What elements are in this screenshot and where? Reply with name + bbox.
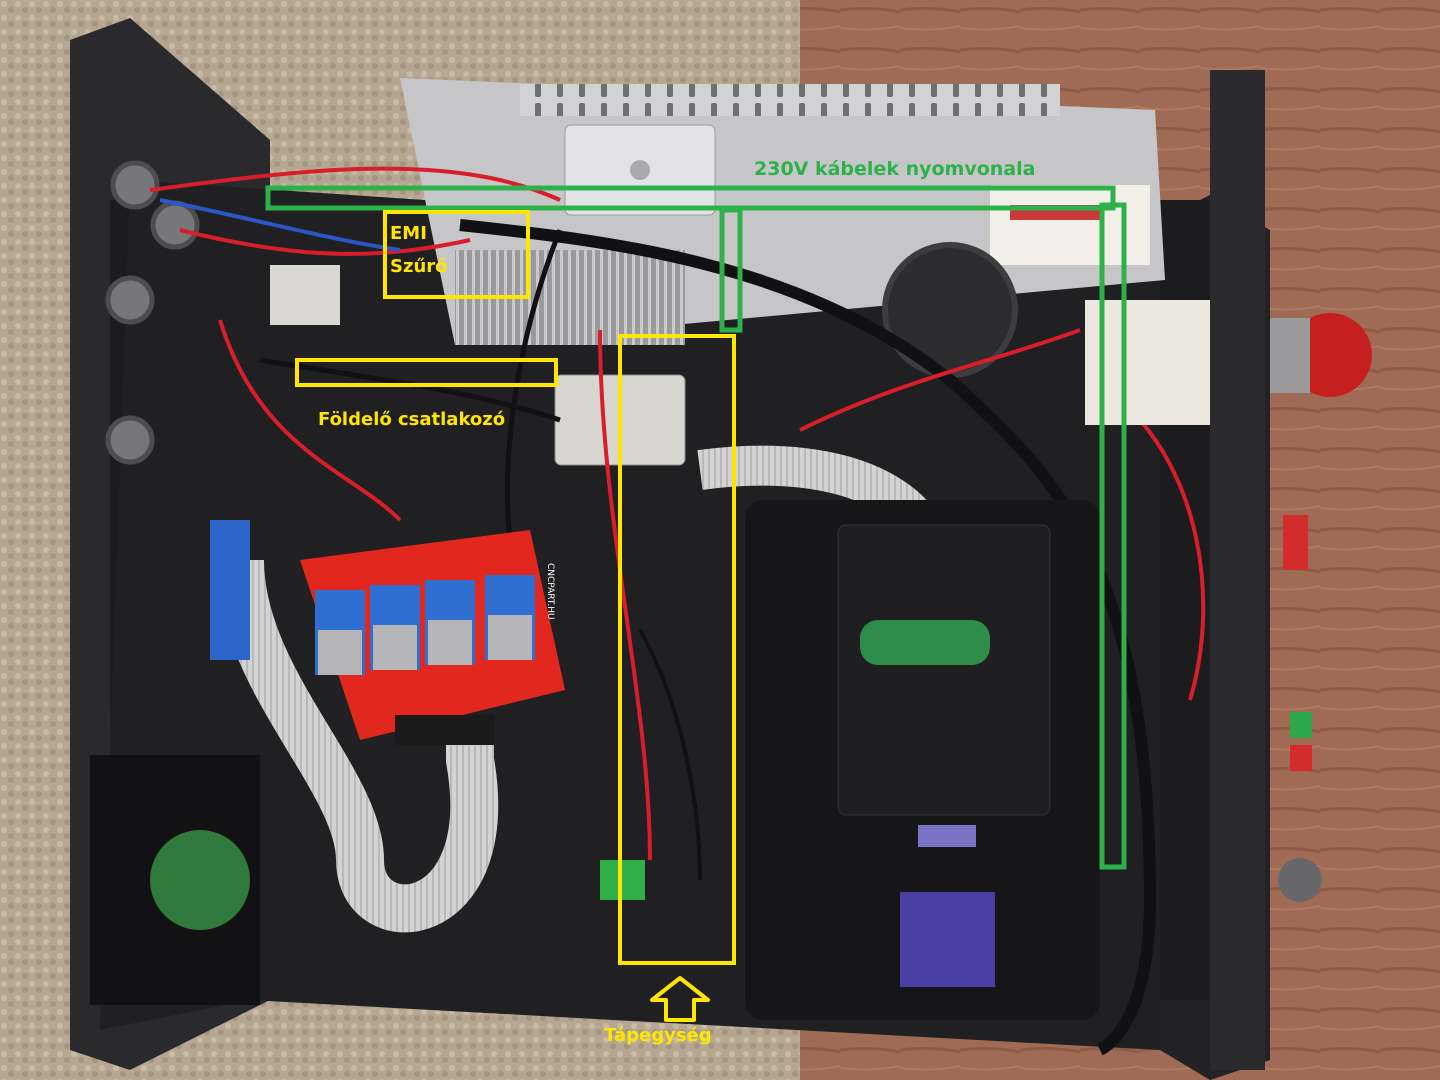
speed-potentiometer <box>1278 858 1322 902</box>
cable-route-marker <box>719 207 743 333</box>
black-wire <box>638 629 702 881</box>
aviation-connector <box>105 415 155 465</box>
cable-route-marker <box>265 185 1116 211</box>
driver-heatsink <box>373 625 417 670</box>
black-wire <box>504 229 563 541</box>
red-wire <box>179 228 471 256</box>
driver-heatsink <box>488 615 532 660</box>
black-cable <box>459 219 1157 1056</box>
red-wire <box>1118 398 1206 701</box>
green-indicator <box>1290 712 1312 738</box>
psu-fan <box>882 242 1018 378</box>
red-indicator <box>1290 745 1312 771</box>
up-arrow-icon <box>650 976 710 1022</box>
board-brand-label: CNCPART.HU <box>545 563 555 620</box>
driver-heatsink <box>428 620 472 665</box>
emergency-stop-base <box>1270 318 1310 393</box>
vfd-indicator-window <box>918 825 976 847</box>
psu-vent-grille <box>520 84 1060 116</box>
cable-route-marker <box>1099 202 1127 870</box>
green-terminal-block <box>600 860 645 900</box>
emi-filter-label-line2: Szűrő <box>390 256 448 277</box>
aviation-connector <box>110 160 160 210</box>
db25-connector <box>210 520 250 660</box>
emi-filter-label: EMI <box>390 223 427 244</box>
bracket-screw <box>630 160 650 180</box>
vfd-circuit-board <box>860 620 990 665</box>
aviation-connector <box>105 275 155 325</box>
power-supply-label: Tápegység <box>604 1025 712 1046</box>
red-wire <box>799 328 1081 432</box>
red-wire <box>149 166 561 202</box>
vfd-keypad-cavity <box>837 524 1051 816</box>
board-ribbon-header <box>395 715 495 745</box>
cable-route-label: 230V kábelek nyomvonala <box>754 158 1036 180</box>
driver-heatsink <box>318 630 362 675</box>
red-rocker-switch <box>1283 515 1308 570</box>
red-wire <box>598 329 652 861</box>
blue-wire <box>159 198 401 252</box>
right-front-panel <box>1210 70 1265 1070</box>
relay-terminal <box>1085 300 1210 425</box>
ground-connector-label: Földelő csatlakozó <box>318 409 506 430</box>
terminal-block <box>270 265 340 325</box>
fan-hub <box>150 830 250 930</box>
emi-filter-highlight <box>383 210 530 299</box>
red-wire <box>218 319 402 522</box>
aviation-connector <box>150 200 200 250</box>
vfd-warning-sticker <box>900 892 995 987</box>
power-supply-highlight <box>618 334 736 965</box>
ribbon-cable <box>216 559 499 933</box>
ground-connector-highlight <box>295 358 558 387</box>
